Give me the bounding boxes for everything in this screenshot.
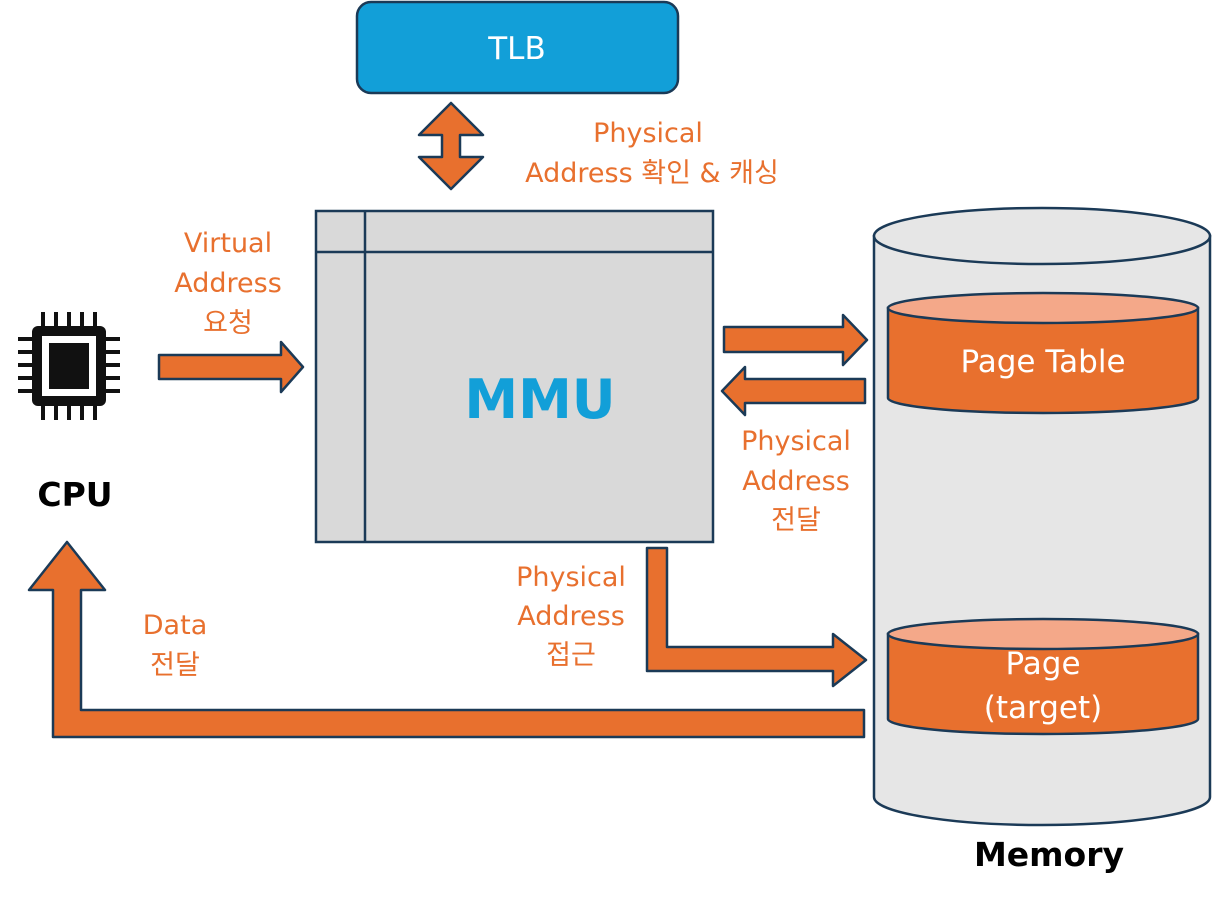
tlb-mmu-double-arrow xyxy=(417,101,485,191)
physical-deliver-label-line1: Physical xyxy=(741,426,851,457)
data-deliver-label-line1: Data xyxy=(143,610,207,641)
page-label-line1: Page xyxy=(1005,646,1080,682)
page-label-line2: (target) xyxy=(984,690,1102,726)
mmu-to-page-arrow xyxy=(645,546,868,688)
mmu-label: MMU xyxy=(464,368,615,431)
tlb-check-label-line2: Address 확인 & 캐싱 xyxy=(525,158,779,189)
data-deliver-label-line2: 전달 xyxy=(150,650,200,681)
virtual-request-label-line1: Virtual xyxy=(184,228,272,259)
virtual-request-label-line3: 요청 xyxy=(203,308,253,339)
physical-access-label-line2: Address xyxy=(517,601,625,632)
page-target-cylinder: Page (target) xyxy=(886,617,1200,736)
cpu-to-mmu-arrow xyxy=(157,340,305,394)
physical-access-label-line1: Physical xyxy=(516,562,626,593)
cpu-label: CPU xyxy=(37,475,112,514)
tlb-label: TLB xyxy=(487,31,545,67)
physical-deliver-label-line3: 전달 xyxy=(771,505,821,536)
physical-deliver-label-line2: Address xyxy=(742,466,850,497)
page-table-to-mmu-arrow xyxy=(720,365,867,417)
page-table-label: Page Table xyxy=(960,344,1125,380)
cpu-chip-icon xyxy=(18,312,120,420)
page-table-cylinder: Page Table xyxy=(886,291,1200,415)
tlb-check-label-line1: Physical xyxy=(593,118,703,149)
virtual-request-label-line2: Address xyxy=(174,268,282,299)
page-to-cpu-arrow xyxy=(27,540,866,739)
mmu-to-page-table-arrow xyxy=(722,313,869,367)
physical-access-label-line3: 접근 xyxy=(546,640,596,671)
memory-label: Memory xyxy=(974,835,1124,874)
mmu-box: MMU xyxy=(314,209,715,544)
tlb-box: TLB xyxy=(355,0,680,95)
